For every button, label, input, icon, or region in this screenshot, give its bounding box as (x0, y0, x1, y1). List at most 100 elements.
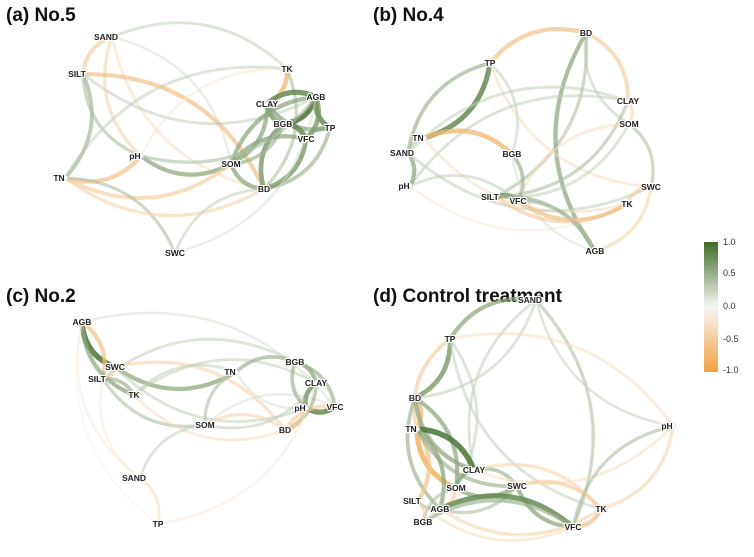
correlation-edge (415, 427, 519, 489)
correlation-edge (408, 94, 630, 188)
correlation-edge (406, 85, 630, 155)
correlation-edge (570, 506, 604, 530)
node-dot (514, 482, 521, 489)
correlation-edge (110, 35, 233, 166)
node-label: TP (153, 519, 164, 529)
correlation-edge (63, 176, 266, 218)
correlation-edge (515, 479, 603, 511)
node-dot (154, 521, 161, 528)
correlation-edge (63, 72, 94, 180)
node-label: AGB (73, 317, 92, 327)
correlation-edge (113, 360, 287, 432)
correlation-edge (76, 320, 142, 480)
node-dot (492, 193, 499, 200)
correlation-edge (62, 153, 144, 184)
node-dot (414, 497, 421, 504)
node-dot (232, 368, 239, 375)
node-dot (302, 135, 309, 142)
node-label: TN (405, 424, 416, 434)
correlation-edge (139, 67, 289, 158)
legend-tick: 1.0 (723, 237, 736, 247)
node-dot (436, 505, 443, 512)
node-label: TK (128, 390, 140, 400)
color-scale-bar (704, 242, 718, 372)
node-label: BGB (286, 357, 305, 367)
node-dot (592, 247, 599, 254)
correlation-edge (472, 424, 675, 486)
node-label: CLAY (305, 378, 328, 388)
node-dot (291, 358, 298, 365)
node-dot (486, 60, 493, 67)
node-dot (302, 404, 309, 411)
node-label: SWC (641, 182, 661, 192)
correlation-edge (405, 396, 442, 511)
node-label: pH (129, 151, 140, 161)
node-dot (130, 391, 137, 398)
correlation-edge (203, 370, 238, 427)
node-label: TK (281, 64, 293, 74)
correlation-edge (406, 151, 653, 213)
node-label: SILT (481, 192, 500, 202)
node-label: SILT (68, 69, 87, 79)
node-label: AGB (586, 246, 605, 256)
node-label: SOM (446, 483, 465, 493)
correlation-edge (488, 61, 653, 189)
node-dot (648, 183, 655, 190)
node-dot (626, 121, 633, 128)
node-dot (331, 403, 338, 410)
correlation-edge (627, 122, 655, 189)
node-dot (260, 185, 267, 192)
correlation-edge (422, 136, 629, 214)
correlation-edge (406, 61, 492, 155)
node-label: AGB (431, 504, 450, 514)
node-label: TP (445, 334, 456, 344)
node-dot (263, 101, 270, 108)
correlation-edge (228, 94, 319, 167)
correlation-edge (534, 298, 675, 428)
node-label: TK (595, 504, 607, 514)
node-label: SWC (105, 362, 125, 372)
node-label: SAND (518, 295, 542, 305)
node-dot (583, 29, 590, 36)
node-dot (112, 363, 119, 370)
node-label: TN (412, 133, 423, 143)
node-label: BD (409, 393, 421, 403)
correlation-edge (447, 296, 539, 342)
node-dot (109, 34, 116, 41)
node-label: BD (258, 184, 270, 194)
correlation-edge (173, 187, 266, 255)
node-dot (80, 71, 87, 78)
correlation-edge (264, 89, 319, 107)
correlation-edge (412, 337, 452, 431)
correlation-edge (139, 95, 318, 164)
node-label: BGB (503, 149, 522, 159)
correlation-edge (63, 162, 233, 200)
correlation-edge (203, 393, 337, 427)
node-label: BGB (274, 119, 293, 129)
correlation-edge (81, 35, 114, 76)
node-label: SWC (165, 248, 185, 258)
correlation-edge (413, 298, 538, 400)
correlation-edge (156, 381, 318, 526)
correlation-edge (138, 476, 161, 526)
node-label: CLAY (463, 465, 486, 475)
node-dot (670, 422, 677, 429)
node-label: BD (580, 28, 592, 38)
node-dot (136, 474, 143, 481)
correlation-edge (516, 122, 631, 203)
node-label: SAND (122, 473, 146, 483)
node-dot (100, 375, 107, 382)
correlation-edge (584, 31, 630, 103)
correlation-edge (138, 423, 207, 480)
correlation-edge (438, 507, 603, 537)
correlation-edge (421, 128, 515, 157)
node-label: pH (294, 403, 305, 413)
node-dot (624, 200, 631, 207)
correlation-edge (571, 424, 675, 529)
node-label: CLAY (617, 96, 640, 106)
correlation-edge (81, 72, 143, 158)
node-label: TN (53, 173, 64, 183)
correlation-edge (234, 370, 308, 410)
